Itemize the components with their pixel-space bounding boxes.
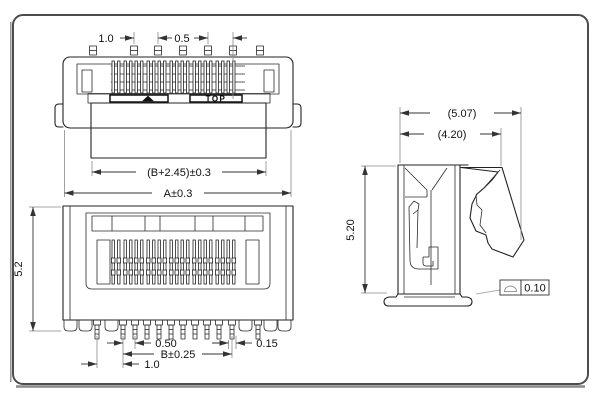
actuator-latch [460,166,525,258]
coplanarity-callout: 0.10 [475,279,550,296]
dim-top-pin-pitch: 1.0 [98,32,172,45]
coplanarity-symbol-icon [503,285,518,292]
dim-pin-span: B±0.25 [122,336,233,361]
svg-text:5.2: 5.2 [13,261,25,276]
svg-text:(5.07): (5.07) [448,108,477,120]
side-view: (5.07) (4.20) 5.20 0.10 [345,106,550,307]
dim-side-height: 5.20 [345,165,396,294]
top-view: TOP 1.0 0.5 [54,32,302,200]
dim-overall-width: A±0.3 [64,130,292,200]
side-contact-spring [408,200,439,270]
dim-lead-width: 0.15 [212,336,278,350]
keying-band [91,215,264,232]
svg-text:0.5: 0.5 [174,33,189,45]
dim-front-height: 5.2 [13,206,61,332]
front-contact-array [96,239,260,285]
svg-text:(B+2.45)±0.3: (B+2.45)±0.3 [147,167,211,179]
front-view: 5.2 0.50 B±0.25 [13,205,294,371]
svg-text:1.0: 1.0 [144,359,159,371]
svg-text:0.15: 0.15 [256,338,277,350]
dim-body-depth: (4.20) [400,127,502,166]
top-marking-label: TOP [206,95,227,104]
dim-overall-depth: (5.07) [399,106,522,240]
svg-text:B±0.25: B±0.25 [161,349,196,361]
pin1-marker-icon [142,95,154,102]
svg-text:0.50: 0.50 [155,338,176,350]
dim-top-contact-pitch: 0.5 [174,32,247,99]
svg-text:1.0: 1.0 [98,33,113,45]
top-contact-array [111,60,245,94]
drawing-frame [10,14,589,388]
svg-text:5.20: 5.20 [345,219,357,240]
dim-end-pitch: 1.0 [81,336,160,371]
svg-text:A±0.3: A±0.3 [164,188,193,200]
svg-text:(4.20): (4.20) [438,129,467,141]
svg-text:0.10: 0.10 [524,282,545,294]
dim-body-width: (B+2.45)±0.3 [91,161,267,179]
dim-front-contact-pitch: 0.50 [107,336,177,350]
